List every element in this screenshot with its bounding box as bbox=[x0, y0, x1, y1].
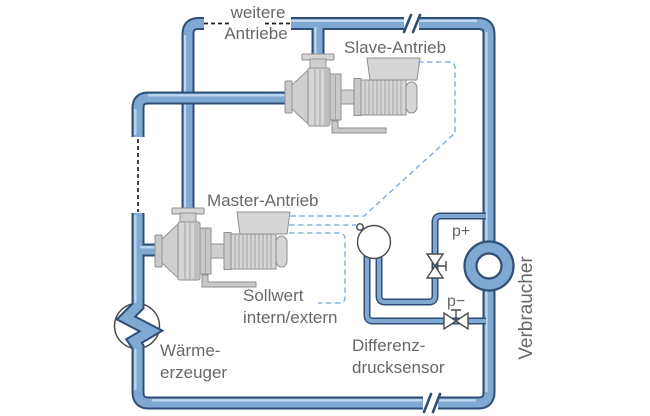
signal-slave-to-master bbox=[289, 61, 456, 217]
label-more-drives-line2: Antriebe bbox=[224, 24, 287, 43]
valve-p-plus-icon bbox=[425, 253, 447, 279]
label-diff-sensor-line1: Differenz- bbox=[352, 336, 425, 355]
master-pump-motor bbox=[154, 207, 291, 288]
signal-lines bbox=[289, 61, 456, 304]
label-master-drive: Master-Antrieb bbox=[207, 191, 318, 210]
label-more-drives-line1: weitere bbox=[230, 3, 286, 22]
label-pressure-plus: p+ bbox=[452, 223, 470, 240]
valve-p-minus-icon bbox=[443, 309, 469, 331]
pipe-impulse-lines bbox=[363, 212, 486, 325]
label-setpoint-line2: intern/extern bbox=[243, 308, 338, 327]
label-consumer: Verbraucher bbox=[516, 256, 537, 360]
label-heat-generator-line2: erzeuger bbox=[160, 363, 227, 382]
differential-pressure-sensor-icon bbox=[356, 223, 392, 260]
label-pressure-minus: p− bbox=[447, 293, 465, 310]
label-slave-drive: Slave-Antrieb bbox=[344, 38, 446, 57]
label-setpoint-line1: Sollwert bbox=[243, 286, 304, 305]
slave-pump-motor bbox=[284, 53, 421, 134]
label-diff-sensor-line2: drucksensor bbox=[352, 358, 445, 377]
pipe-break-icon-bottom bbox=[422, 392, 442, 414]
consumer-icon bbox=[463, 240, 515, 292]
pipe-master-riser bbox=[181, 17, 204, 214]
pipe-network bbox=[115, 17, 496, 410]
pipe-break-icon-top bbox=[402, 13, 422, 34]
label-heat-generator-line1: Wärme- bbox=[160, 341, 220, 360]
